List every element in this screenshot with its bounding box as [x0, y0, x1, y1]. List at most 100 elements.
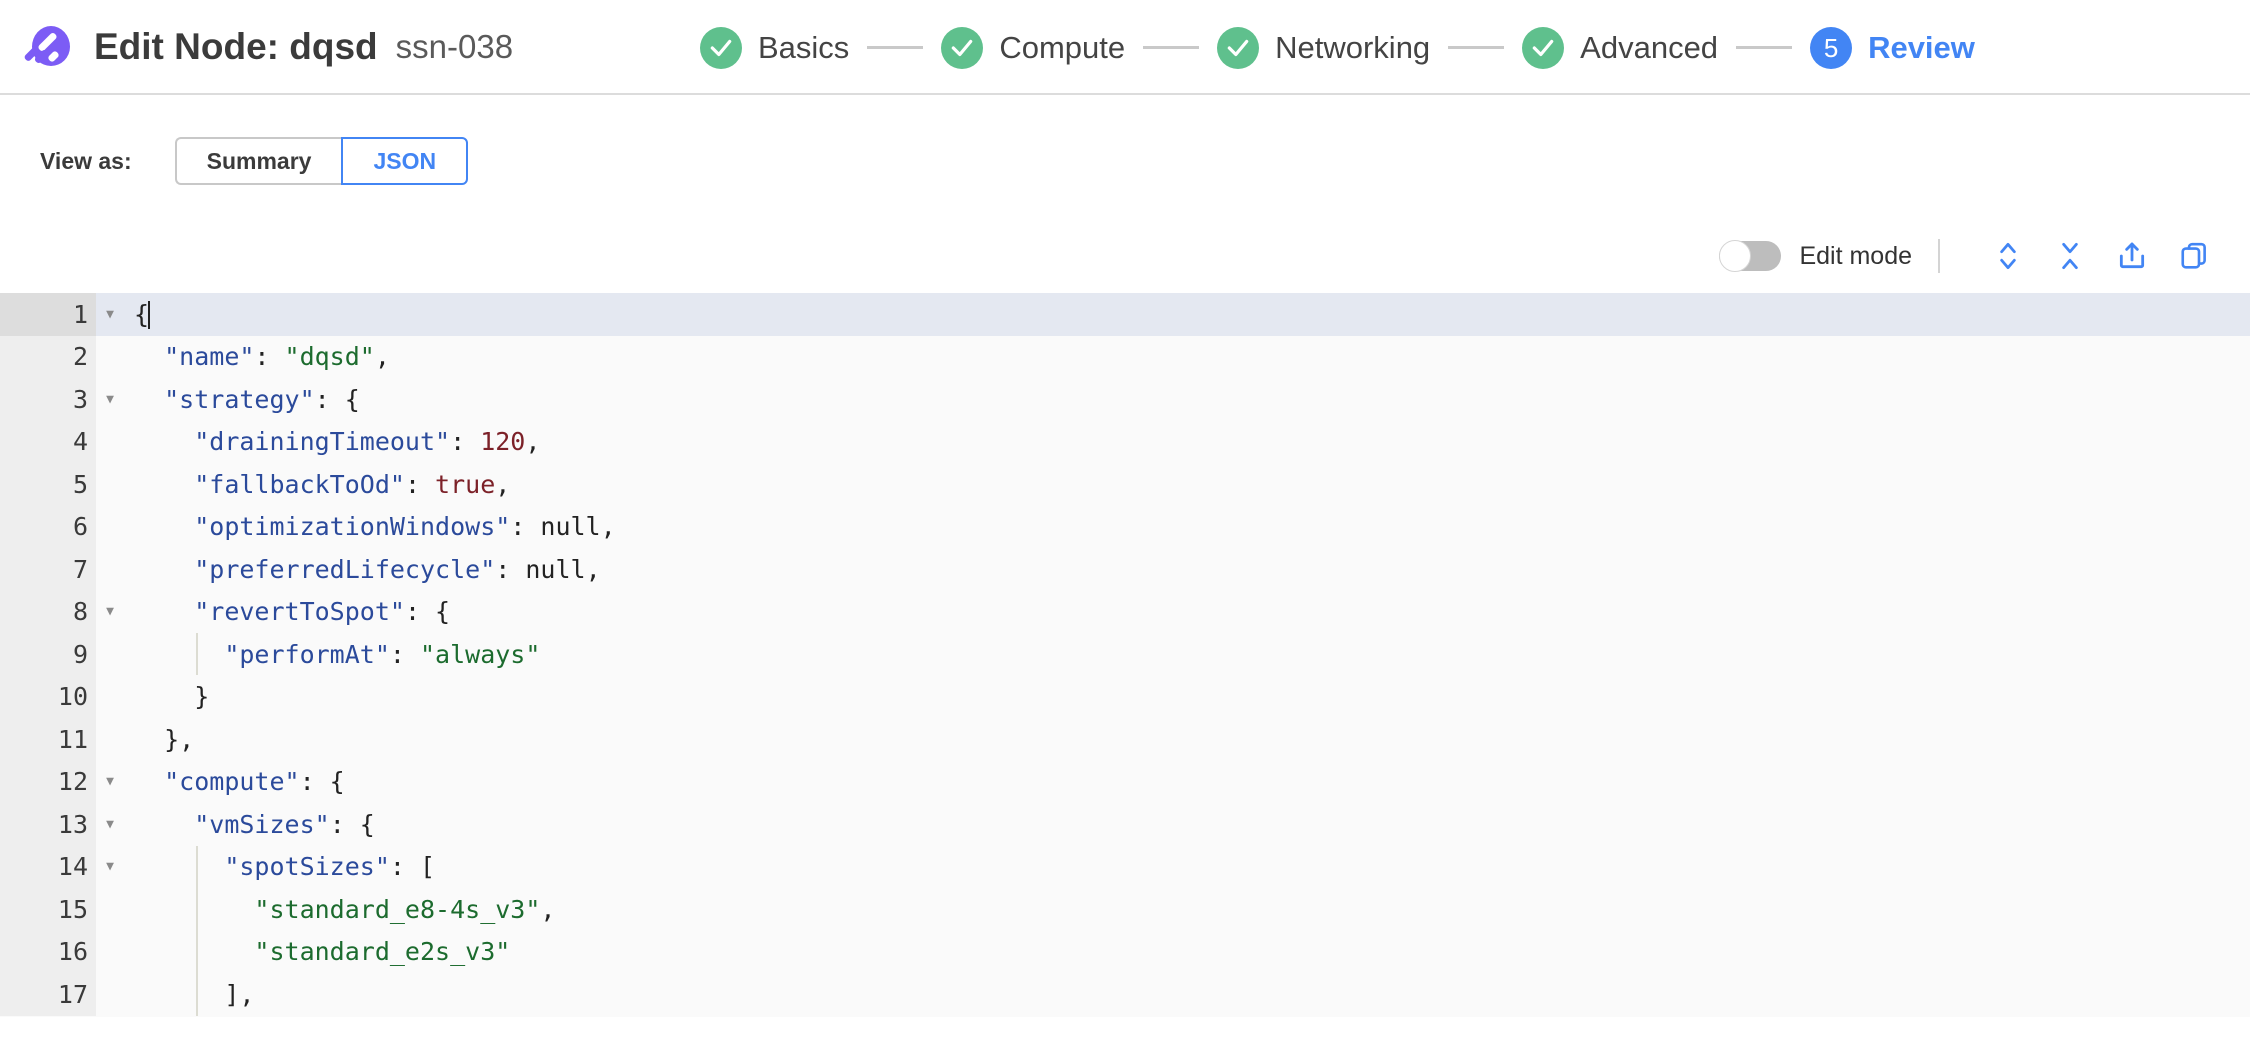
line-number: 6: [0, 505, 96, 548]
json-line[interactable]: 5 "fallbackToOd": true,: [0, 463, 2250, 506]
step-advanced[interactable]: Advanced: [1522, 26, 1719, 69]
view-as-segmented-control[interactable]: Summary JSON: [174, 137, 469, 185]
share-export-icon[interactable]: [2112, 236, 2152, 276]
fold-arrow-icon[interactable]: ▼: [106, 816, 114, 832]
comet-logo-icon: [23, 23, 72, 71]
page-title: Edit Node: dqsd: [94, 25, 378, 67]
json-line[interactable]: 15 "standard_e8-4s_v3",: [0, 888, 2250, 931]
json-editor[interactable]: 1▼{2 "name": "dqsd",3▼ "strategy": {4 "d…: [0, 293, 2250, 1017]
step-advanced-check-icon: [1522, 26, 1565, 69]
json-line-text: "drainingTimeout": 120,: [194, 427, 541, 457]
json-line-text: "revertToSpot": {: [194, 597, 451, 627]
json-line-text: {: [134, 299, 151, 329]
view-as-option-json[interactable]: JSON: [341, 137, 469, 185]
step-review[interactable]: 5 Review: [1810, 26, 1975, 69]
line-number: 9: [0, 633, 96, 676]
edit-mode-label: Edit mode: [1799, 241, 1912, 270]
json-line-text: "optimizationWindows": null,: [194, 512, 616, 542]
json-line[interactable]: 4 "drainingTimeout": 120,: [0, 420, 2250, 463]
step-connector-4: [1736, 46, 1793, 49]
line-number: 4: [0, 420, 96, 463]
wizard-stepper: Basics Compute Networking Advanced: [690, 0, 1975, 93]
line-number: 16: [0, 930, 96, 973]
step-compute-check-icon: [941, 26, 984, 69]
json-line-text: },: [164, 724, 195, 754]
step-networking[interactable]: Networking: [1217, 26, 1431, 69]
line-number: 11: [0, 718, 96, 761]
line-number: 8: [0, 590, 96, 633]
json-line[interactable]: 16 "standard_e2s_v3": [0, 930, 2250, 973]
node-id-label: ssn-038: [395, 27, 514, 65]
editor-toolbar: Edit mode: [0, 233, 2250, 279]
view-as-label: View as:: [40, 147, 132, 174]
json-line[interactable]: 1 ▼ {: [0, 293, 2250, 336]
json-line-text: "compute": {: [164, 767, 345, 797]
step-basics-check-icon: [700, 26, 742, 69]
json-line[interactable]: 3 ▼ "strategy": {: [0, 378, 2250, 421]
line-number: 17: [0, 973, 96, 1016]
json-line[interactable]: 8 ▼ "revertToSpot": {: [0, 590, 2250, 633]
step-connector-2: [1143, 46, 1200, 49]
json-line-text: "preferredLifecycle": null,: [194, 554, 601, 584]
json-line-text: "spotSizes": [: [224, 852, 436, 882]
collapse-all-icon[interactable]: [2050, 236, 2090, 276]
view-as-option-summary[interactable]: Summary: [174, 137, 342, 185]
indent-guide: [196, 633, 198, 675]
json-line[interactable]: 14▼ "spotSizes": [: [0, 845, 2250, 888]
json-line-text: "strategy": {: [164, 384, 360, 414]
indent-guide: [196, 845, 198, 1016]
fold-arrow-icon[interactable]: ▼: [106, 306, 114, 322]
json-line-text: "standard_e8-4s_v3",: [254, 894, 556, 924]
step-connector-3: [1448, 46, 1505, 49]
step-compute-label: Compute: [999, 29, 1126, 65]
line-number: 2: [0, 335, 96, 378]
page-header: Edit Node: dqsd ssn-038 Basics Compute N…: [0, 0, 2250, 95]
json-line[interactable]: 13 ▼ "vmSizes": {: [0, 803, 2250, 846]
text-cursor: [148, 300, 151, 329]
json-line[interactable]: 9 "performAt": "always": [0, 633, 2250, 676]
fold-arrow-icon[interactable]: ▼: [106, 859, 114, 875]
line-number: 15: [0, 888, 96, 931]
step-connector-1: [867, 46, 924, 49]
json-line[interactable]: 6 "optimizationWindows": null,: [0, 505, 2250, 548]
edit-mode-toggle[interactable]: [1719, 240, 1782, 272]
toolbar-divider: [1938, 239, 1940, 273]
json-line[interactable]: 7 "preferredLifecycle": null,: [0, 548, 2250, 591]
edit-mode-toggle-knob: [1719, 240, 1752, 272]
step-review-number-badge: 5: [1810, 26, 1853, 69]
line-number: 7: [0, 548, 96, 591]
json-line-text: "vmSizes": {: [194, 809, 375, 839]
json-line-text: "name": "dqsd",: [164, 342, 390, 372]
json-line[interactable]: 11 },: [0, 718, 2250, 761]
line-number: 5: [0, 463, 96, 506]
fold-arrow-icon[interactable]: ▼: [106, 391, 114, 407]
line-number: 10: [0, 675, 96, 718]
step-advanced-label: Advanced: [1580, 29, 1719, 65]
step-review-label: Review: [1868, 29, 1975, 65]
line-number: 3: [0, 378, 96, 421]
line-number: 12: [0, 760, 96, 803]
step-compute[interactable]: Compute: [941, 26, 1126, 69]
step-basics-label: Basics: [758, 29, 850, 65]
expand-all-icon[interactable]: [1988, 236, 2028, 276]
json-line-text: ],: [224, 979, 255, 1009]
json-line-text: "fallbackToOd": true,: [194, 469, 511, 499]
view-as-row: View as: Summary JSON: [0, 137, 2250, 185]
fold-arrow-icon[interactable]: ▼: [106, 604, 114, 620]
json-line-text: "performAt": "always": [224, 639, 541, 669]
line-number: 1: [0, 293, 96, 336]
json-line-text: "standard_e2s_v3": [254, 937, 511, 967]
copy-icon[interactable]: [2174, 236, 2214, 276]
line-number: 13: [0, 803, 96, 846]
step-networking-check-icon: [1217, 26, 1260, 69]
json-line-text: }: [194, 682, 210, 712]
json-line[interactable]: 10 }: [0, 675, 2250, 718]
json-line[interactable]: 2 "name": "dqsd",: [0, 335, 2250, 378]
json-line[interactable]: 17 ],: [0, 973, 2250, 1016]
step-basics[interactable]: Basics: [700, 26, 850, 69]
step-review-number: 5: [1823, 32, 1839, 63]
step-networking-label: Networking: [1275, 29, 1431, 65]
json-code-lines[interactable]: 1▼{2 "name": "dqsd",3▼ "strategy": {4 "d…: [0, 293, 2250, 1016]
fold-arrow-icon[interactable]: ▼: [106, 774, 114, 790]
json-line[interactable]: 12 ▼ "compute": {: [0, 760, 2250, 803]
